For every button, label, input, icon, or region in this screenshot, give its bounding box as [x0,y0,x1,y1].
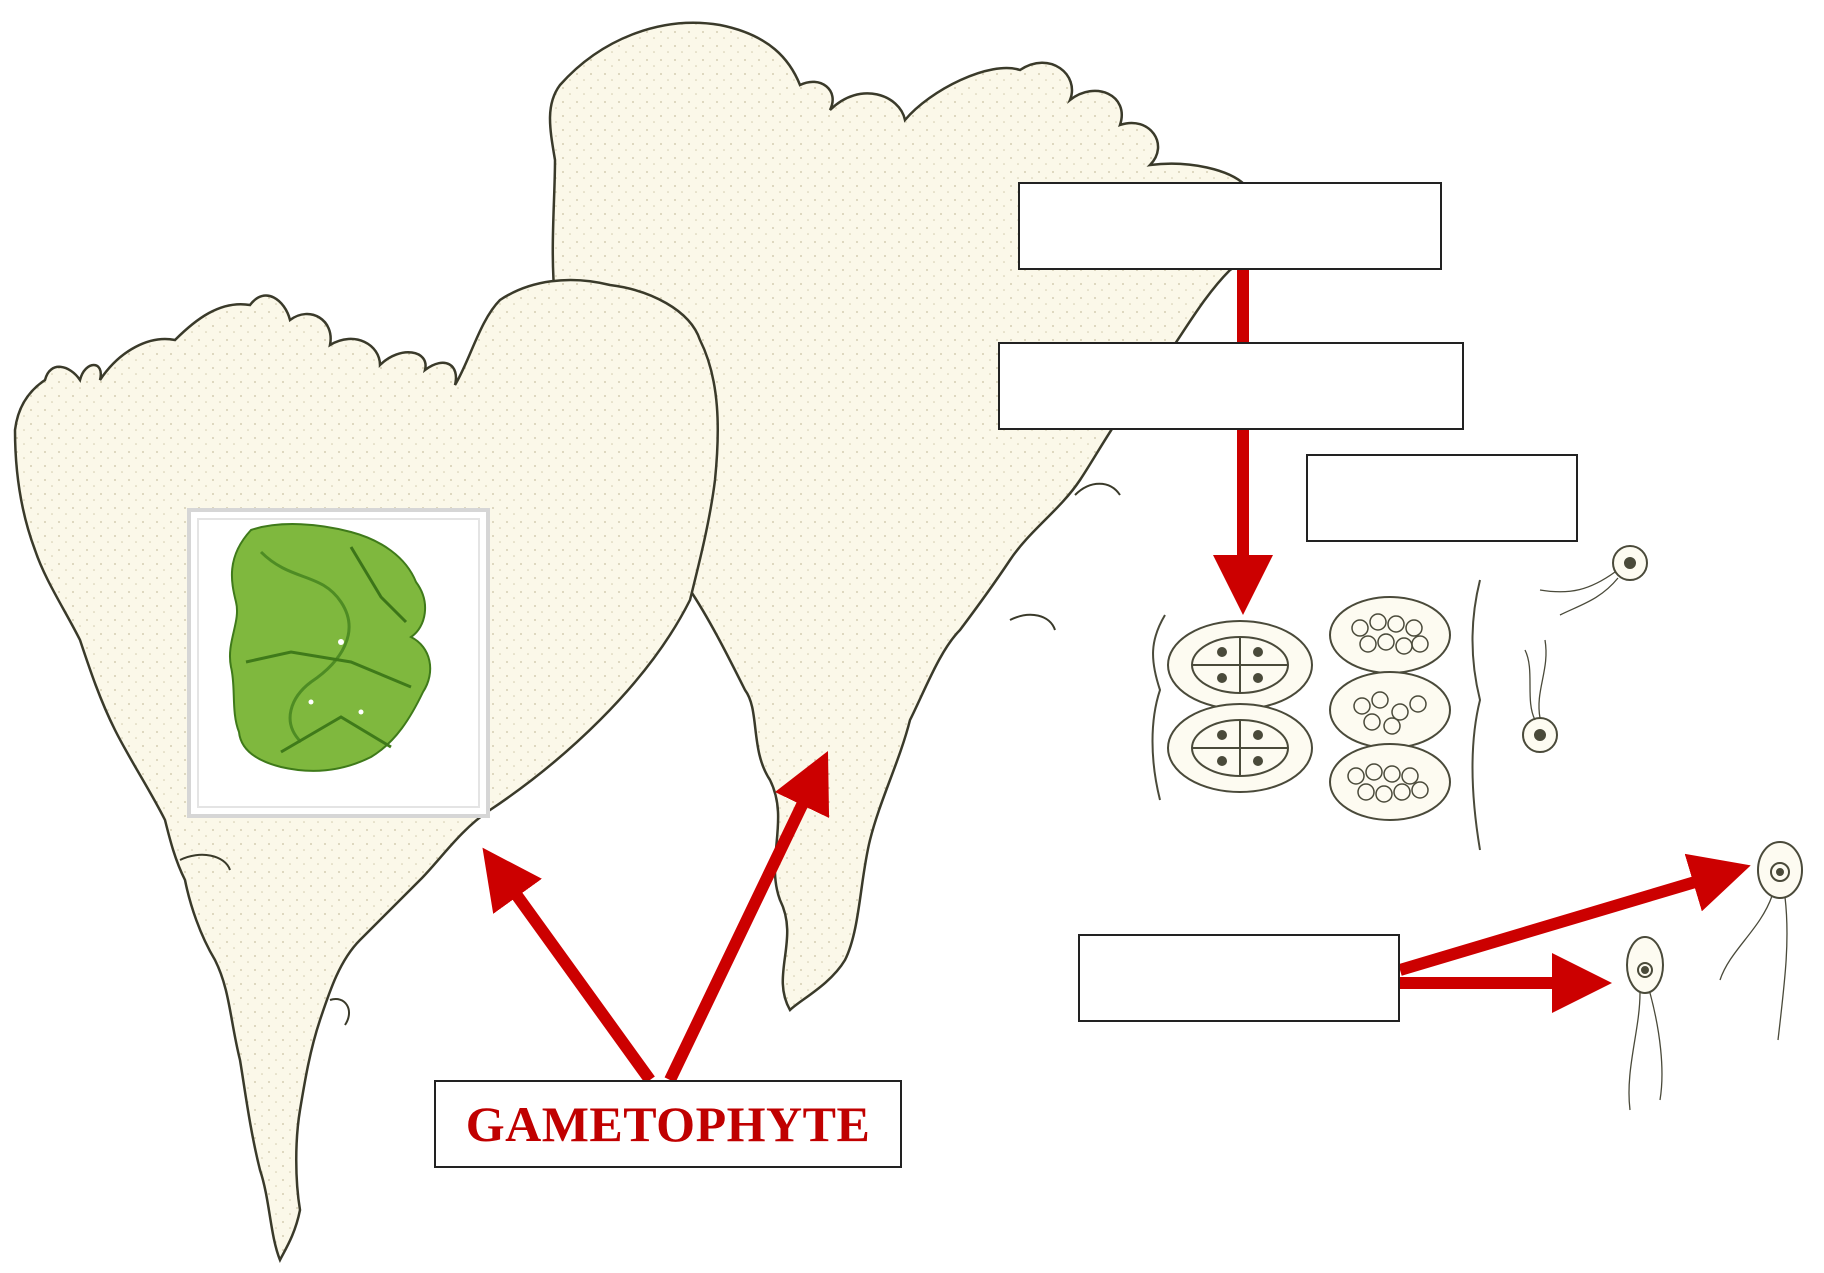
arrow-to-right-thallus [664,750,830,1083]
sea-lettuce-photo-frame [187,508,490,818]
photo-border [197,518,480,808]
gametophyte-label: GAMETOPHYTE [465,1096,871,1152]
arrow-to-left-thallus [482,847,655,1084]
label-box-zoospores[interactable] [1078,934,1400,1022]
zoospore-cells-illustration [1522,545,1803,1111]
label-box-second[interactable] [998,342,1464,430]
label-box-gametangia[interactable] [1306,454,1578,542]
gametophyte-label-box[interactable]: GAMETOPHYTE [434,1080,902,1168]
sea-lettuce-photo [229,523,432,772]
label-box-top[interactable] [1018,182,1442,270]
gametangia-illustration [1151,579,1482,851]
arrow-to-upper-zoospore [1398,853,1751,976]
